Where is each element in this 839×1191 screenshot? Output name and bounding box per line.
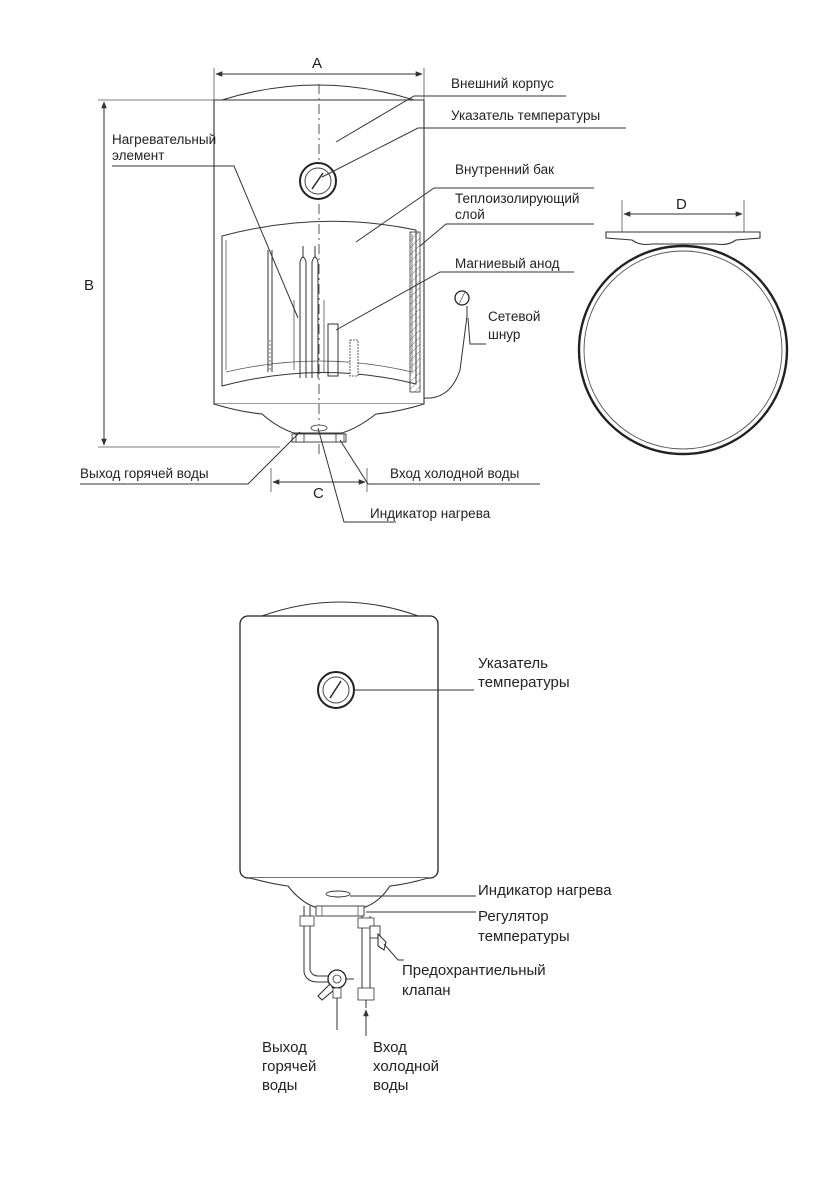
insulation-layer [409,231,421,393]
front-label-cold-in-1: Вход [373,1039,407,1056]
front-label-temp-indicator-2: температуры [478,674,570,691]
front-label-cold-in-3: воды [373,1077,408,1094]
label-cold-water-inlet: Вход холодной воды [390,466,519,481]
section-labels: Внешний корпус Указатель температуры Наг… [80,76,600,521]
front-label-temp-regulator-2: температуры [478,928,570,945]
front-temperature-gauge [317,671,355,709]
dim-d-label: D [676,196,687,213]
label-insulation-2: слой [455,207,485,222]
label-outer-casing: Внешний корпус [451,76,554,91]
label-insulation-1: Теплоизолирующий [455,191,579,206]
section-view: A B [80,55,626,523]
power-cord [423,290,470,399]
front-casing [239,615,439,879]
front-view: Указатель температуры Индикатор нагрева … [239,601,612,1094]
label-temp-indicator: Указатель температуры [451,108,600,123]
dimension-c: C [270,468,368,502]
front-label-safety-valve-2: клапан [402,982,451,999]
label-inner-tank: Внутренний бак [455,162,554,177]
dim-c-label: C [313,485,324,502]
hot-water-pipe [299,906,354,1030]
front-label-temp-regulator-1: Регулятор [478,908,549,925]
magnesium-anode [327,323,339,377]
front-leader-lines [350,689,476,961]
front-labels: Указатель температуры Индикатор нагрева … [262,655,612,1094]
temperature-regulator [315,905,365,917]
dim-b-label: B [84,277,94,294]
label-heating-element-2: элемент [112,148,164,163]
tank-top-circle [577,244,789,456]
front-label-heat-indicator: Индикатор нагрева [478,882,612,899]
front-label-hot-out-3: воды [262,1077,297,1094]
front-label-temp-indicator-1: Указатель [478,655,548,672]
front-label-hot-out-1: Выход [262,1039,307,1056]
leader-lines [80,95,626,523]
label-power-cord-2: шнур [488,327,520,342]
cold-water-pipe [357,916,387,1036]
thermostat-rod [349,339,359,377]
top-view: D [577,196,789,456]
front-label-safety-valve-1: Предохрантиельный [402,962,546,979]
safety-valve [369,925,387,951]
front-label-cold-in-2: холодной [373,1058,439,1075]
front-label-hot-out-2: горячей [262,1058,316,1075]
label-heat-indicator: Индикатор нагрева [370,506,491,521]
label-power-cord-1: Сетевой [488,309,540,324]
label-magnesium-anode: Магниевый анод [455,256,560,271]
heating-element [267,246,325,378]
label-heating-element-1: Нагревательный [112,132,216,147]
inner-tank [221,220,421,393]
temperature-gauge [299,162,337,200]
dim-a-label: A [312,55,322,72]
label-hot-water-outlet: Выход горячей воды [80,466,209,481]
